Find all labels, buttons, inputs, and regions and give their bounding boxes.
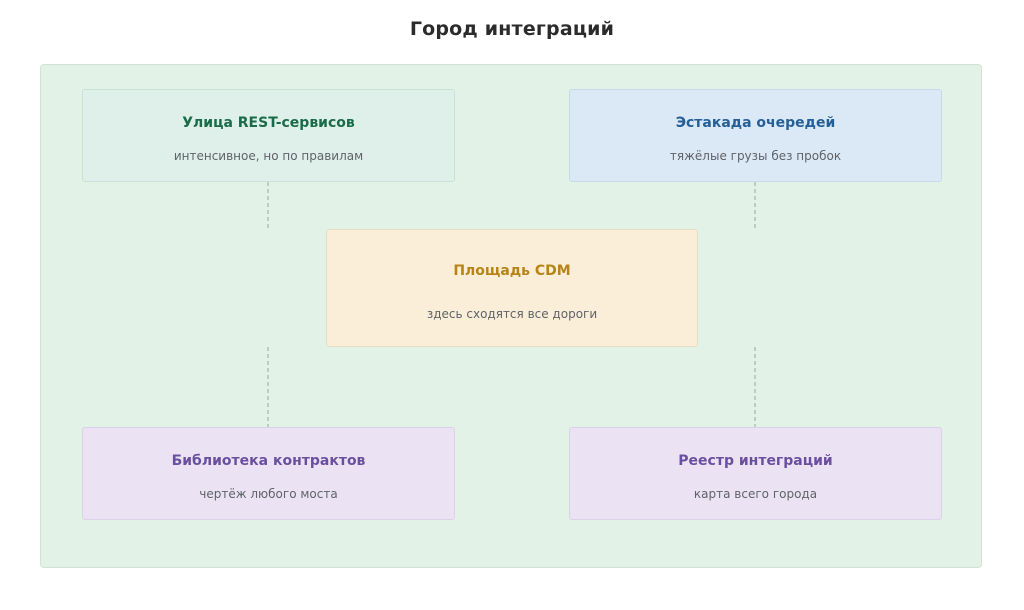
- page-title: Город интеграций: [409, 18, 615, 40]
- node-subtitle: карта всего города: [693, 487, 818, 501]
- node-title: Улица REST-сервисов: [182, 115, 355, 131]
- node-subtitle: здесь сходятся все дороги: [426, 307, 598, 321]
- node-title: Эстакада очередей: [675, 115, 836, 131]
- node-subtitle: тяжёлые грузы без пробок: [669, 149, 842, 163]
- node-cdm-square: Площадь CDM здесь сходятся все дороги: [326, 229, 698, 347]
- node-title: Реестр интеграций: [678, 453, 833, 469]
- node-contracts-library: Библиотека контрактов чертёж любого мост…: [82, 427, 455, 520]
- node-queue-overpass: Эстакада очередей тяжёлые грузы без проб…: [569, 89, 942, 182]
- node-title: Библиотека контрактов: [171, 453, 366, 469]
- node-integration-registry: Реестр интеграций карта всего города: [569, 427, 942, 520]
- node-title: Площадь CDM: [453, 263, 571, 279]
- node-rest-street: Улица REST-сервисов интенсивное, но по п…: [82, 89, 455, 182]
- node-subtitle: интенсивное, но по правилам: [173, 149, 364, 163]
- node-subtitle: чертёж любого моста: [199, 487, 338, 501]
